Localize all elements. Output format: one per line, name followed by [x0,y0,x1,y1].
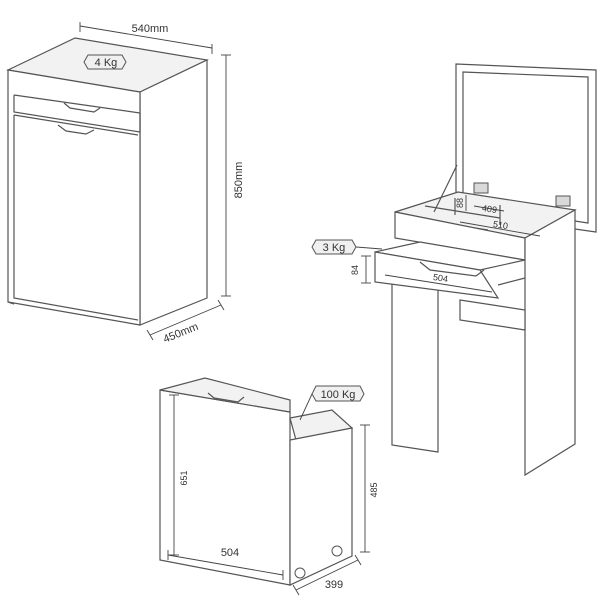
vanity-hinge-left [473,182,489,194]
cabinet-drawer-top [13,94,141,114]
stool-side-height-label: 485 [369,482,379,497]
stool-side-height-dimension: 485 [360,424,379,553]
cabinet-drawer [13,95,141,133]
vanity-drawer-width-dimension: 504 [384,272,493,293]
vanity-mirror [462,71,589,224]
cabinet-front [7,69,141,326]
stool-drawing [159,377,354,586]
stool-front-top [159,377,291,413]
stool-weight-tag: 100 Kg [299,385,365,421]
vanity-drawer-weight-label: 3 Kg [323,242,346,254]
vanity-compartment-width-dimension: 409 [473,203,505,215]
cabinet-width-label: 540mm [132,23,169,35]
stool-wheel-back [331,545,343,557]
cabinet-door-handle [57,124,95,135]
stool-depth-dimension: 399 [292,554,362,596]
cabinet-weight-tag: 4 Kg [83,54,127,70]
vanity-hinge-right [555,195,571,207]
cabinet-door-top [13,114,139,136]
vanity-compartment-width-label: 409 [481,203,497,215]
stool-height-dimension: 651 [169,394,189,556]
cabinet-door [13,115,139,321]
cabinet-drawing [6,37,209,326]
stool-width-label: 504 [221,547,239,559]
vanity-right-side [524,208,576,477]
stool-side [289,427,353,586]
vanity-tray-width-dimension: 510 [459,219,541,237]
vanity-mirror-lid [455,63,597,233]
vanity-drawer-height-label: 84 [350,265,360,275]
vanity-drawing [374,63,597,477]
stool-wheel-front [294,567,306,579]
vanity-back-panel [459,299,526,331]
vanity-drawer-front [374,251,500,299]
stool-depth-label: 399 [325,579,343,591]
vanity-drawer-height-dimension: 84 [350,255,371,284]
stool-handle [207,392,245,403]
cabinet-width-dimension: 540mm [79,22,213,54]
cabinet-weight-label: 4 Kg [95,57,118,69]
cabinet-height-dimension: 850mm [221,54,245,297]
vanity-compartment-depth-label: 88 [455,198,465,208]
stool-weight-label: 100 Kg [321,389,356,401]
cabinet-height-label: 850mm [233,162,245,199]
cabinet-side [139,59,208,326]
vanity-drawer-weight-tag: 3 Kg [311,239,383,255]
stool-height-label: 651 [179,470,189,485]
stool-width-dimension: 504 [167,547,284,580]
vanity-lid-support [433,164,458,213]
vanity-compartment-depth-dimension: 88 [455,195,467,211]
cabinet-depth-label: 450mm [162,321,201,346]
vanity-drawer-width-label: 504 [432,272,448,284]
vanity-drawer-handle [419,261,485,277]
cabinet-drawer-handle [63,102,101,113]
vanity-tray-width-label: 510 [492,219,508,231]
